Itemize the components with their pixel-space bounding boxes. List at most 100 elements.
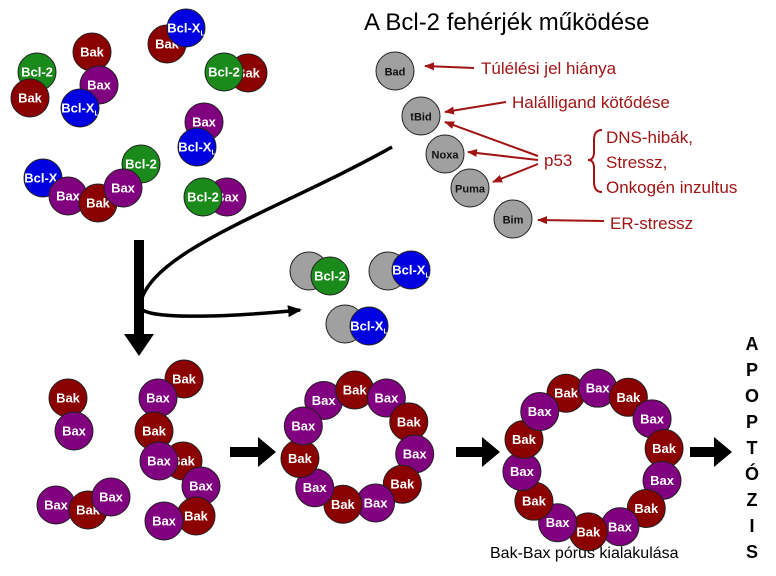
bax-protein: Bax — [54, 411, 94, 451]
bax-protein: Bax — [295, 468, 335, 508]
p53-cause-3: Onkogén inzultus — [606, 178, 737, 197]
bax-label: Bax — [608, 519, 633, 534]
step-arrow-2 — [456, 437, 500, 467]
tbid-circle — [401, 96, 441, 136]
bax-label: Bax — [510, 464, 535, 479]
bax-protein: Bax — [91, 477, 131, 517]
bak-label: Bak — [343, 383, 368, 398]
bak-label: Bak — [86, 196, 111, 211]
bax-label: Bax — [528, 404, 553, 419]
tbid-label: tBid — [410, 112, 431, 124]
bax-protein: Bax — [48, 176, 88, 216]
apoptosis-letter: S — [746, 542, 758, 562]
bax-circle — [54, 411, 94, 451]
apoptosis-letter: Z — [747, 490, 758, 510]
bcl2-label: Bcl-2 — [125, 157, 157, 172]
bax-protein: Bax — [103, 168, 143, 208]
bak-label: Bak — [184, 509, 209, 524]
bak-label: Bak — [634, 501, 659, 516]
signal-arrows — [424, 62, 605, 225]
bak-label: Bak — [554, 386, 579, 401]
bak-label: Bak — [616, 390, 641, 405]
bak-label: Bak — [142, 424, 167, 439]
p53-cause-1: DNS-hibák, — [606, 128, 693, 147]
bad-circle — [375, 51, 415, 91]
bcl2-circle — [310, 256, 350, 296]
step-arrow-1 — [230, 437, 276, 467]
bax-label: Bax — [303, 480, 328, 495]
bax-label: Bax — [312, 393, 337, 408]
bax-protein: Bax — [138, 378, 178, 418]
bak-protein: Bak — [644, 429, 684, 469]
bax-protein: Bax — [181, 466, 221, 506]
bad-label: Bad — [385, 67, 406, 79]
bak-label: Bak — [522, 494, 547, 509]
signal-p53-label: p53 — [544, 151, 572, 170]
p53-brace — [587, 129, 603, 193]
bax-label: Bax — [152, 514, 177, 529]
bad-protein: Bad — [375, 51, 415, 91]
bax-label: Bax — [403, 446, 428, 461]
bak-label: Bak — [18, 91, 43, 106]
bak-label: Bak — [397, 414, 422, 429]
bclx-label: Bcl-XL — [167, 21, 205, 38]
bak-protein: Bak — [176, 496, 216, 536]
bax-label: Bax — [189, 479, 214, 494]
bax-protein: Bax — [578, 368, 618, 408]
arrow-to-tbid — [444, 101, 507, 115]
bax-label: Bax — [546, 515, 571, 530]
arrow-p53-puma — [492, 163, 539, 183]
bax-protein: Bax — [502, 451, 542, 491]
flow-arrows — [124, 145, 732, 467]
apoptosis-letter: P — [746, 412, 758, 432]
bak-protein: Bak — [514, 481, 554, 521]
bax-label: Bax — [650, 473, 675, 488]
bak-protein: Bak — [72, 32, 112, 72]
signal-tbid-label: Halálligand kötődése — [512, 93, 670, 112]
bak-label: Bak — [576, 524, 601, 539]
bak-label: Bak — [390, 477, 415, 492]
bcl2-label: Bcl-2 — [314, 269, 346, 284]
bclx-protein: Bcl-XL — [177, 127, 217, 167]
bclx-label: Bcl-XL — [392, 263, 430, 280]
bax-label: Bax — [586, 381, 611, 396]
bclx-protein: Bcl-XL — [349, 306, 389, 346]
bclx-circle — [60, 88, 100, 128]
bak-protein: Bak — [335, 370, 375, 410]
bax-label: Bax — [99, 490, 124, 505]
bclx-label: Bcl-XL — [350, 319, 388, 336]
noxa-protein: Noxa — [425, 134, 465, 174]
bcl2-label: Bcl-2 — [21, 65, 53, 80]
diagram-title: A Bcl-2 fehérjék működése — [364, 9, 649, 36]
bak-protein: Bak — [10, 78, 50, 118]
bak-label: Bak — [652, 441, 677, 456]
bclx-protein: Bcl-XL — [166, 8, 206, 48]
apoptosis-letter: T — [747, 438, 758, 458]
bak-protein: Bak — [280, 439, 320, 479]
bax-protein: Bax — [395, 434, 435, 474]
bcl2-protein: Bcl-2 — [310, 256, 350, 296]
bcl2-protein: Bcl-2 — [183, 177, 223, 217]
bax-label: Bax — [364, 495, 389, 510]
bclx-label: Bcl-XL — [61, 101, 99, 118]
bax-label: Bax — [374, 391, 399, 406]
bim-label: Bim — [503, 215, 524, 227]
signal-bad-label: Túlélési jel hiánya — [481, 59, 617, 78]
bax-label: Bax — [146, 391, 171, 406]
tbid-curve-arrow — [138, 145, 393, 318]
apoptosis-word: A P O P T Ó Z I S — [745, 334, 759, 562]
bax-circle — [283, 406, 323, 446]
puma-circle — [450, 168, 490, 208]
p53-cause-2: Stressz, — [606, 153, 667, 172]
bclx-protein: Bcl-XL — [60, 88, 100, 128]
bclx-protein: Bcl-XL — [391, 250, 431, 290]
bcl2-circle — [183, 177, 223, 217]
arrow-to-bad — [424, 62, 475, 71]
bak-circle — [382, 464, 422, 504]
bax-circle — [103, 168, 143, 208]
bak-label: Bak — [512, 432, 537, 447]
bak-protein: Bak — [389, 402, 429, 442]
signal-bim-label: ER-stressz — [610, 214, 693, 233]
apoptosis-letter: P — [746, 360, 758, 380]
